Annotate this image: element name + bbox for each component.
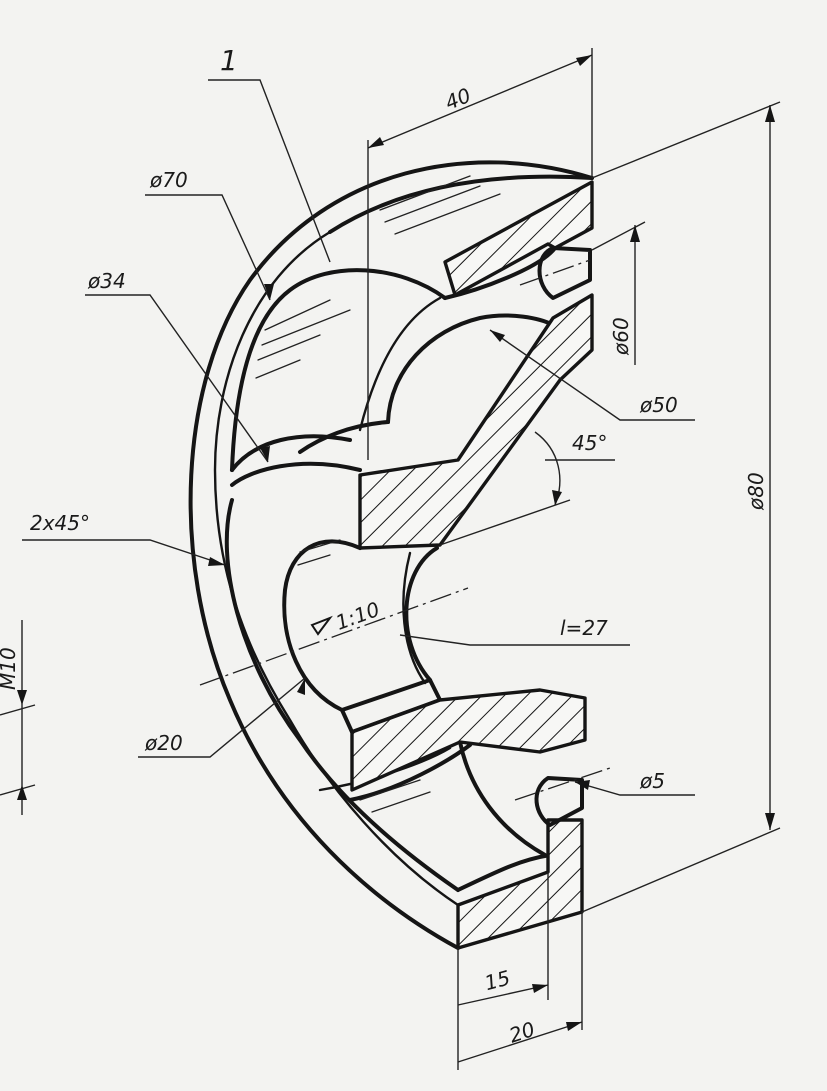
dim-chamfer: 2x45° (30, 511, 90, 535)
dim-length-20: 20 (506, 1017, 538, 1048)
dim-angle-45: 45° (572, 431, 607, 455)
dim-dia-34: ø34 (87, 269, 126, 293)
dim-dia-80: ø80 (744, 472, 768, 511)
dim-dia-70: ø70 (149, 168, 188, 192)
taper-symbol (310, 615, 333, 636)
dim-taper: 1:10 (332, 597, 382, 635)
dim-dia-50: ø50 (639, 393, 678, 417)
dim-dia-5: ø5 (639, 769, 665, 793)
dim-thread-m10: M10 (0, 647, 20, 690)
small-holes (534, 246, 592, 827)
arrowheads (17, 55, 775, 1031)
dimension-lines (0, 48, 781, 1070)
dim-dia-20: ø20 (144, 731, 183, 755)
dim-length-15: 15 (482, 965, 513, 995)
dim-length-l: l=27 (560, 616, 608, 640)
dim-dia-60: ø60 (609, 317, 633, 356)
dim-40: 40 (442, 83, 475, 115)
part-number: 1 (220, 44, 238, 77)
section-hatching (350, 180, 594, 950)
shading-lines (255, 175, 501, 813)
center-lines (199, 259, 611, 801)
